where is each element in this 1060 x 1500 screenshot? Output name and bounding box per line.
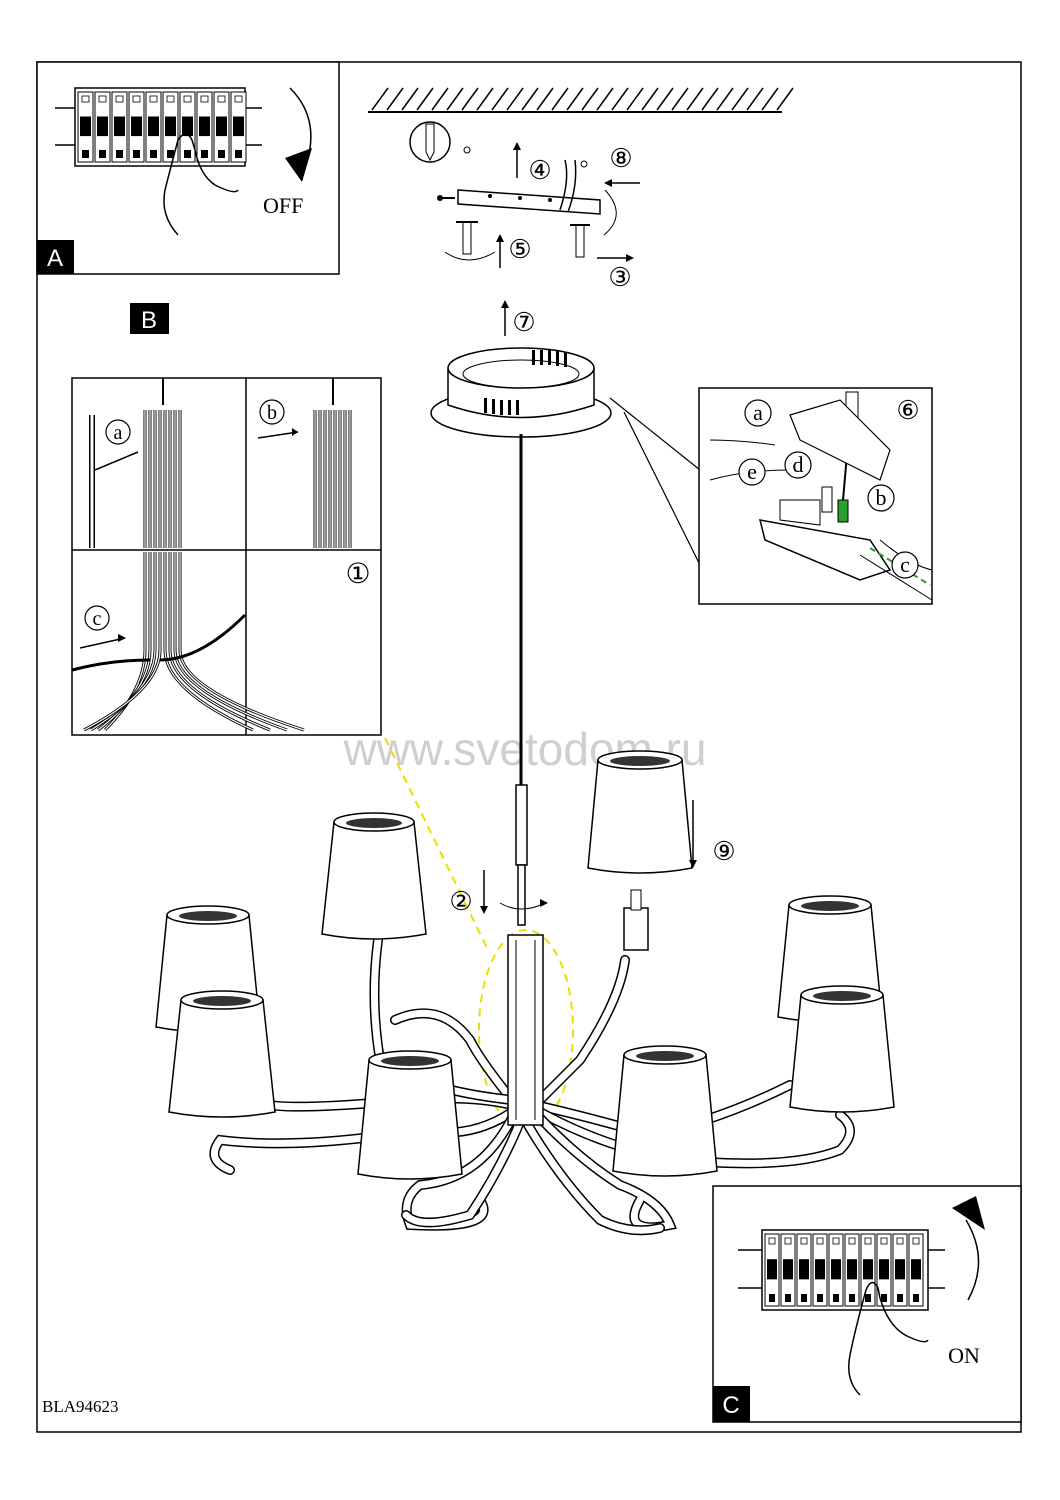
hand-icon (848, 1281, 929, 1396)
lamp-shade (357, 1050, 463, 1180)
step-7-label: ⑦ (512, 308, 535, 337)
ceiling-mount-diagram: ④ ⑤ ⑧ ③ ⑦ (368, 87, 794, 337)
highlight-leader (384, 737, 488, 949)
green-terminal (837, 499, 849, 523)
callout-label: b (267, 402, 277, 424)
breaker-switches (764, 1233, 924, 1307)
callout-label: c (900, 552, 910, 577)
ceiling-canopy (430, 347, 701, 865)
terminal-block (758, 519, 892, 581)
callout-c (84, 605, 110, 631)
step-8-label: ⑧ (609, 144, 632, 173)
callout-label: e (747, 459, 757, 484)
panel-b-wiring: B a b c ① (71, 303, 382, 736)
lamp-holder (623, 907, 649, 951)
page-frame (36, 61, 1022, 1433)
callout-c (891, 551, 919, 579)
callout-e (738, 458, 766, 486)
callout-label: a (753, 400, 763, 425)
step-2-label: ② (449, 887, 472, 916)
step-4-label: ④ (528, 156, 551, 185)
chandelier: ② ⑨ (155, 750, 895, 1236)
callout-label: a (114, 422, 123, 444)
lamp-shade (168, 990, 276, 1118)
panel-terminal-detail: a b c d e ⑥ (698, 387, 933, 605)
lamp-shade (321, 812, 427, 940)
document-code: BLA94623 (42, 1397, 119, 1416)
terminal-cover (789, 399, 891, 481)
rotate-down-arrow-icon (285, 148, 312, 182)
on-label: ON (948, 1343, 980, 1368)
step-5-label: ⑤ (508, 235, 531, 264)
dowel-left (462, 221, 472, 255)
drill-icon (409, 121, 451, 163)
panel-c-breaker-on: ON C (712, 1185, 1022, 1423)
step-9-label: ⑨ (712, 837, 735, 866)
center-column (507, 934, 544, 1126)
panel-a-letter: A (47, 245, 63, 272)
stem-tube (515, 784, 528, 866)
lamp-shade (587, 750, 693, 874)
panel-c-letter: C (722, 1392, 739, 1419)
ceiling-hatching (371, 87, 794, 111)
callout-d (784, 451, 812, 479)
off-label: OFF (263, 193, 303, 218)
callout-a (105, 419, 131, 445)
dowel-right (575, 224, 585, 258)
lamp-shades (155, 750, 895, 1180)
breaker-switches (77, 91, 247, 163)
step-6-label: ⑥ (896, 396, 919, 425)
callout-b (259, 399, 285, 425)
callout-b (867, 484, 895, 512)
step-3-label: ③ (608, 263, 631, 292)
lamp-shade (789, 985, 895, 1113)
wire-bundles (71, 378, 352, 732)
panel-b-letter: B (141, 307, 157, 334)
panel-a-breaker-off: OFF A (36, 61, 340, 275)
step-1-label: ① (345, 559, 370, 590)
callout-a (744, 399, 772, 427)
hand-icon (163, 133, 239, 236)
callout-label: b (876, 485, 887, 510)
mounting-bracket (457, 189, 601, 215)
canopy-vents (484, 350, 567, 415)
mains-wire (559, 159, 568, 211)
callout-label: d (793, 452, 804, 477)
rotate-up-arrow-icon (952, 1196, 985, 1230)
lamp-shade (612, 1045, 718, 1177)
callout-label: c (93, 608, 102, 630)
